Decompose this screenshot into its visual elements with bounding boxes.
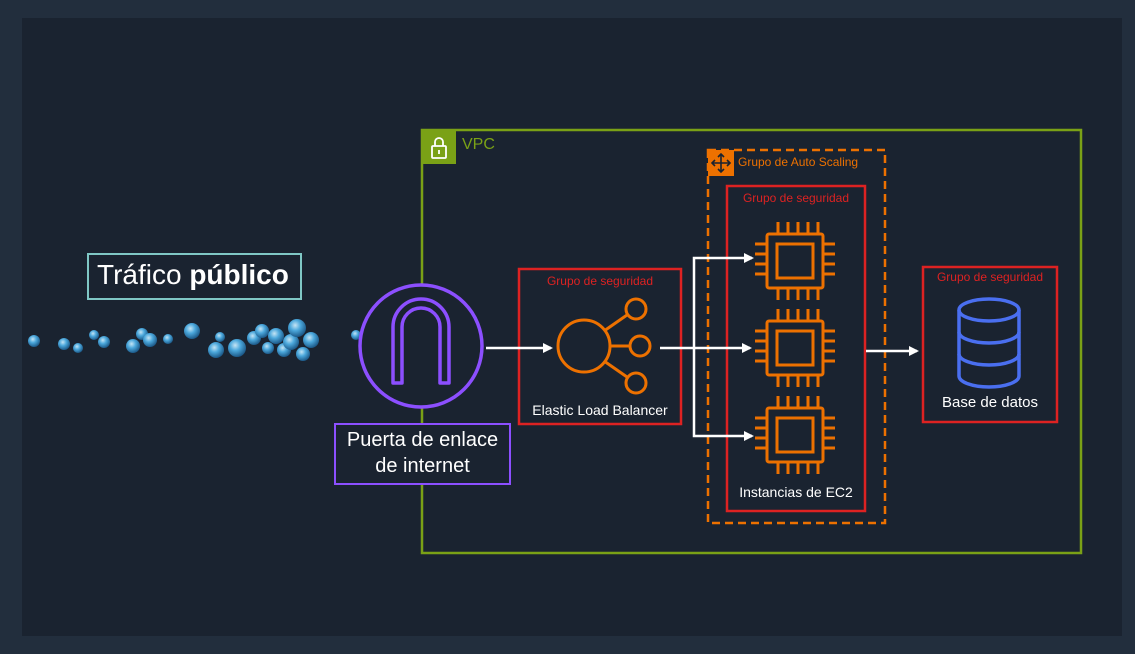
lb-label: Elastic Load Balancer <box>532 402 668 418</box>
title-box <box>87 253 302 300</box>
gateway-label-box <box>334 423 511 485</box>
title-text: Tráfico público <box>97 258 289 292</box>
ec2-security-group-label: Grupo de seguridad <box>742 191 850 205</box>
vpc-label: VPC <box>462 136 495 153</box>
internet-gateway-icon <box>358 283 484 409</box>
ec2-instances-label: Instancias de EC2 <box>739 484 853 500</box>
gateway-label-line1: Puerta de enlace <box>346 429 499 451</box>
lock-icon <box>431 137 447 159</box>
diagram-canvas <box>22 18 1122 636</box>
load-balancer-icon <box>556 297 652 395</box>
db-security-group-label: Grupo de seguridad <box>936 270 1044 284</box>
title-regular: Tráfico <box>97 259 190 290</box>
traffic-bubbles <box>28 319 361 361</box>
title-bold: público <box>189 259 289 290</box>
ec2-chip-icon <box>755 396 835 474</box>
ec2-chip-icon <box>755 309 835 387</box>
auto-scaling-icon <box>710 152 732 174</box>
flow-arrows <box>486 253 919 441</box>
db-label: Base de datos <box>942 394 1038 411</box>
database-icon <box>957 297 1021 389</box>
lb-security-group-box <box>517 267 683 426</box>
auto-scaling-group-box <box>706 148 887 525</box>
db-security-group-box <box>921 265 1059 424</box>
lb-security-group-label: Grupo de seguridad <box>546 274 654 288</box>
auto-scaling-label: Grupo de Auto Scaling <box>738 155 859 169</box>
gateway-label-line2: de internet <box>375 455 470 477</box>
ec2-chip-icon <box>755 222 835 300</box>
